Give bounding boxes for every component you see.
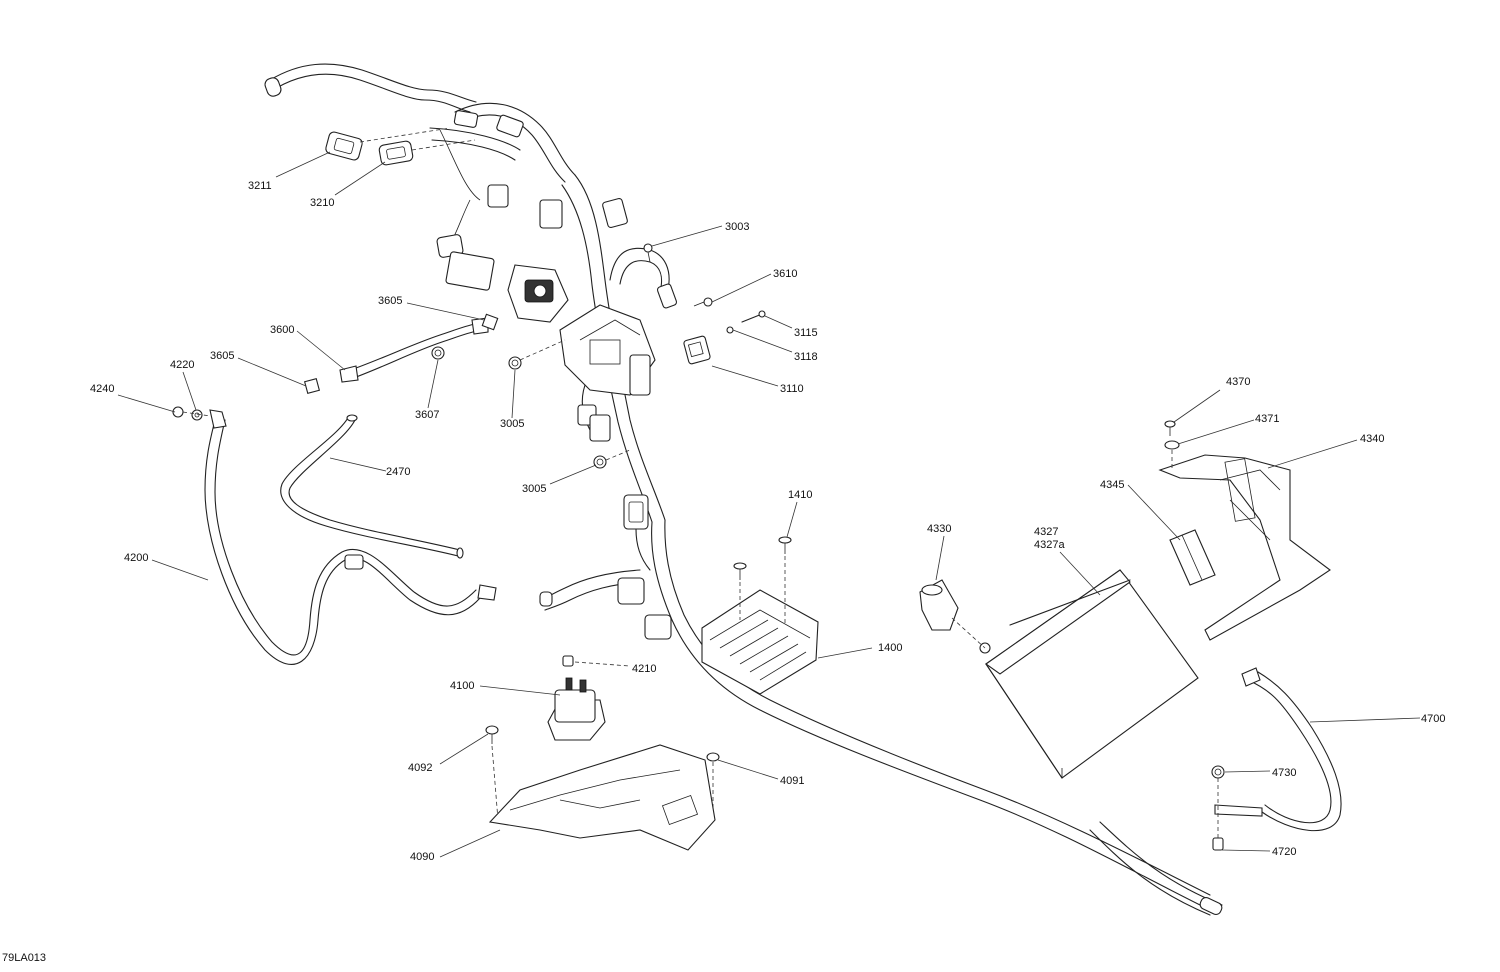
- tube-2470: [280, 414, 464, 559]
- callout-4210: 4210: [632, 663, 656, 675]
- callout-4091: 4091: [780, 775, 804, 787]
- pad-4345: [1169, 529, 1216, 586]
- screw-3115: [741, 310, 766, 323]
- screw-4370: [1164, 420, 1176, 436]
- mid-connector: [617, 494, 672, 640]
- ground-cable-4700: [1214, 667, 1342, 832]
- callout-3607: 3607: [415, 409, 439, 421]
- callout-4100: 4100: [450, 680, 474, 692]
- starter-solenoid-4100: [547, 677, 606, 741]
- callout-2470: 2470: [386, 466, 410, 478]
- washer-4371: [1164, 440, 1180, 450]
- callout-4327a: 4327a: [1034, 539, 1065, 551]
- callout-3110: 3110: [780, 383, 804, 395]
- terminal-cap-4330: [919, 579, 959, 631]
- battery-4327: [979, 569, 1199, 779]
- bolt-3003: [643, 243, 653, 263]
- callout-3600: 3600: [270, 324, 294, 336]
- callout-3115: 3115: [794, 327, 818, 339]
- nut-3005-lower: [593, 455, 607, 469]
- small-connector-top-right: [656, 283, 678, 309]
- callout-4720: 4720: [1272, 846, 1296, 858]
- voltage-regulator-1400: [701, 589, 819, 695]
- nut-4210: [562, 655, 574, 667]
- callout-4700: 4700: [1421, 713, 1445, 725]
- drawing-id: 79LA013: [2, 952, 46, 964]
- callout-4370: 4370: [1226, 376, 1250, 388]
- bolt-3605-lower: [303, 377, 321, 395]
- washer-3118: [726, 326, 734, 334]
- callout-4330: 4330: [927, 523, 951, 535]
- nut-3005-upper: [508, 356, 522, 370]
- callout-4220: 4220: [170, 359, 194, 371]
- screw-1410-b: [778, 536, 792, 554]
- callout-4240: 4240: [90, 383, 114, 395]
- main-wiring-harness: [264, 63, 1223, 916]
- bolt-3610: [693, 297, 713, 307]
- callout-3610: 3610: [773, 268, 797, 280]
- battery-bracket-4340: [1158, 454, 1331, 641]
- bolt-4720: [1212, 837, 1224, 851]
- callout-labels: 3211 3210 3003 3610 3605 3600 3605 3115 …: [90, 180, 1445, 863]
- callout-1400: 1400: [878, 642, 902, 654]
- callout-3605-lower: 3605: [210, 350, 234, 362]
- callout-3003: 3003: [725, 221, 749, 233]
- washer-4220: [191, 409, 203, 421]
- fuse-box-bracket: [559, 304, 656, 396]
- callout-4730: 4730: [1272, 767, 1296, 779]
- callout-3005-lower: 3005: [522, 483, 546, 495]
- callout-4340: 4340: [1360, 433, 1384, 445]
- callout-3211: 3211: [248, 180, 272, 192]
- screw-1410-a: [733, 562, 747, 580]
- screw-4092: [485, 725, 499, 744]
- callout-3118: 3118: [794, 351, 818, 363]
- callout-4200: 4200: [124, 552, 148, 564]
- callout-4327: 4327: [1034, 526, 1058, 538]
- callout-4371: 4371: [1255, 413, 1279, 425]
- callout-3005-upper: 3005: [500, 418, 524, 430]
- nut-4730: [1211, 765, 1225, 779]
- callout-4345: 4345: [1100, 479, 1124, 491]
- battery-cable-4200: [204, 409, 497, 665]
- connector-3110: [683, 335, 711, 365]
- callout-1410: 1410: [788, 489, 812, 501]
- screw-4091: [706, 752, 720, 762]
- callout-4092: 4092: [408, 762, 432, 774]
- connector-3210: [378, 140, 414, 166]
- callout-4090: 4090: [410, 851, 434, 863]
- bolt-3605-upper: [481, 313, 499, 331]
- leader-lines: [117, 151, 1421, 858]
- harness-branch-connector: [577, 384, 611, 442]
- callout-3210: 3210: [310, 197, 334, 209]
- solenoid-bracket-4090: [488, 744, 716, 851]
- connector-3211: [325, 131, 363, 161]
- callout-3605-upper: 3605: [378, 295, 402, 307]
- ground-cable-3600: [339, 317, 489, 383]
- harness-relay-block: [507, 264, 569, 323]
- nut-3607: [431, 346, 445, 360]
